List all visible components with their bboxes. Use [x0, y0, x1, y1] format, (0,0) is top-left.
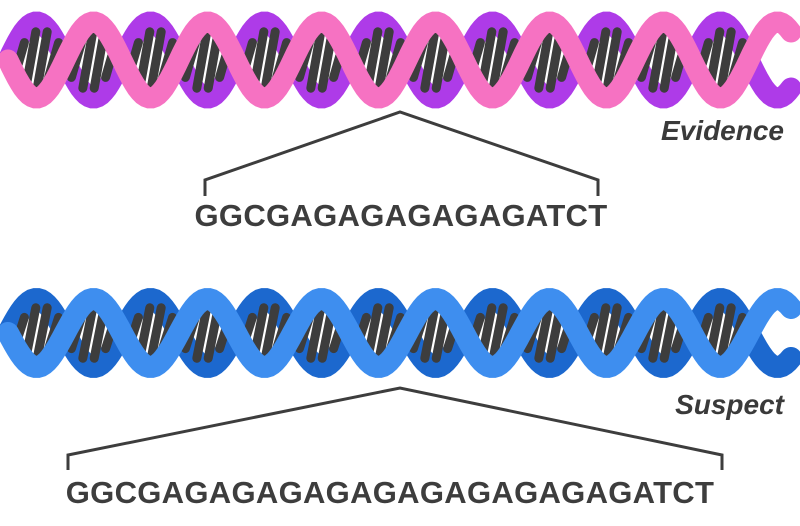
evidence-dna-helix-illustration [0, 11, 800, 109]
suspect-bracket [66, 386, 724, 470]
evidence-sequence: GGCGAGAGAGAGAGATCT [194, 198, 608, 233]
suspect-sequence: GGCGAGAGAGAGAGAGAGAGAGAGATCT [65, 475, 715, 510]
suspect-dna-helix-illustration [0, 288, 800, 378]
evidence-label: Evidence [661, 115, 784, 146]
suspect-label: Suspect [675, 389, 784, 420]
